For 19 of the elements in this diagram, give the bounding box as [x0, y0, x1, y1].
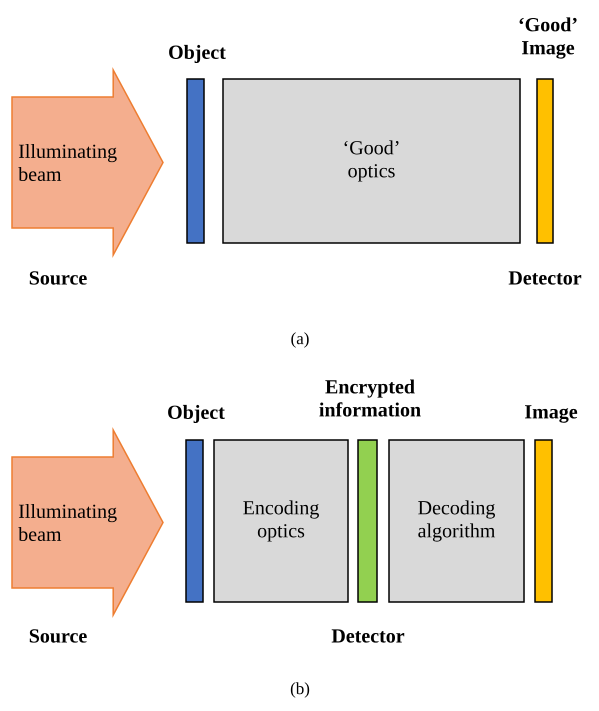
side-label: Object: [169, 44, 226, 64]
panel-caption: (b): [290, 682, 310, 698]
side-label: ‘Good’ Image: [520, 17, 577, 59]
bar: [185, 439, 204, 603]
side-label: Encrypted information: [319, 379, 421, 417]
side-label: Image: [525, 405, 578, 423]
side-label: Source: [30, 271, 87, 285]
side-label: Detector: [508, 271, 582, 285]
side-label: Detector: [332, 629, 404, 643]
bar: [186, 78, 205, 244]
bar: [357, 439, 378, 603]
side-label: Object: [168, 404, 225, 424]
bar: [534, 439, 553, 603]
side-label: Source: [30, 629, 87, 643]
panel-caption: (a): [291, 332, 309, 348]
optics-box: ‘Good’ optics: [222, 78, 521, 244]
bar: [536, 78, 554, 244]
optics-box: Encoding optics: [213, 439, 349, 603]
optics-box: Decoding algorithm: [388, 439, 525, 603]
